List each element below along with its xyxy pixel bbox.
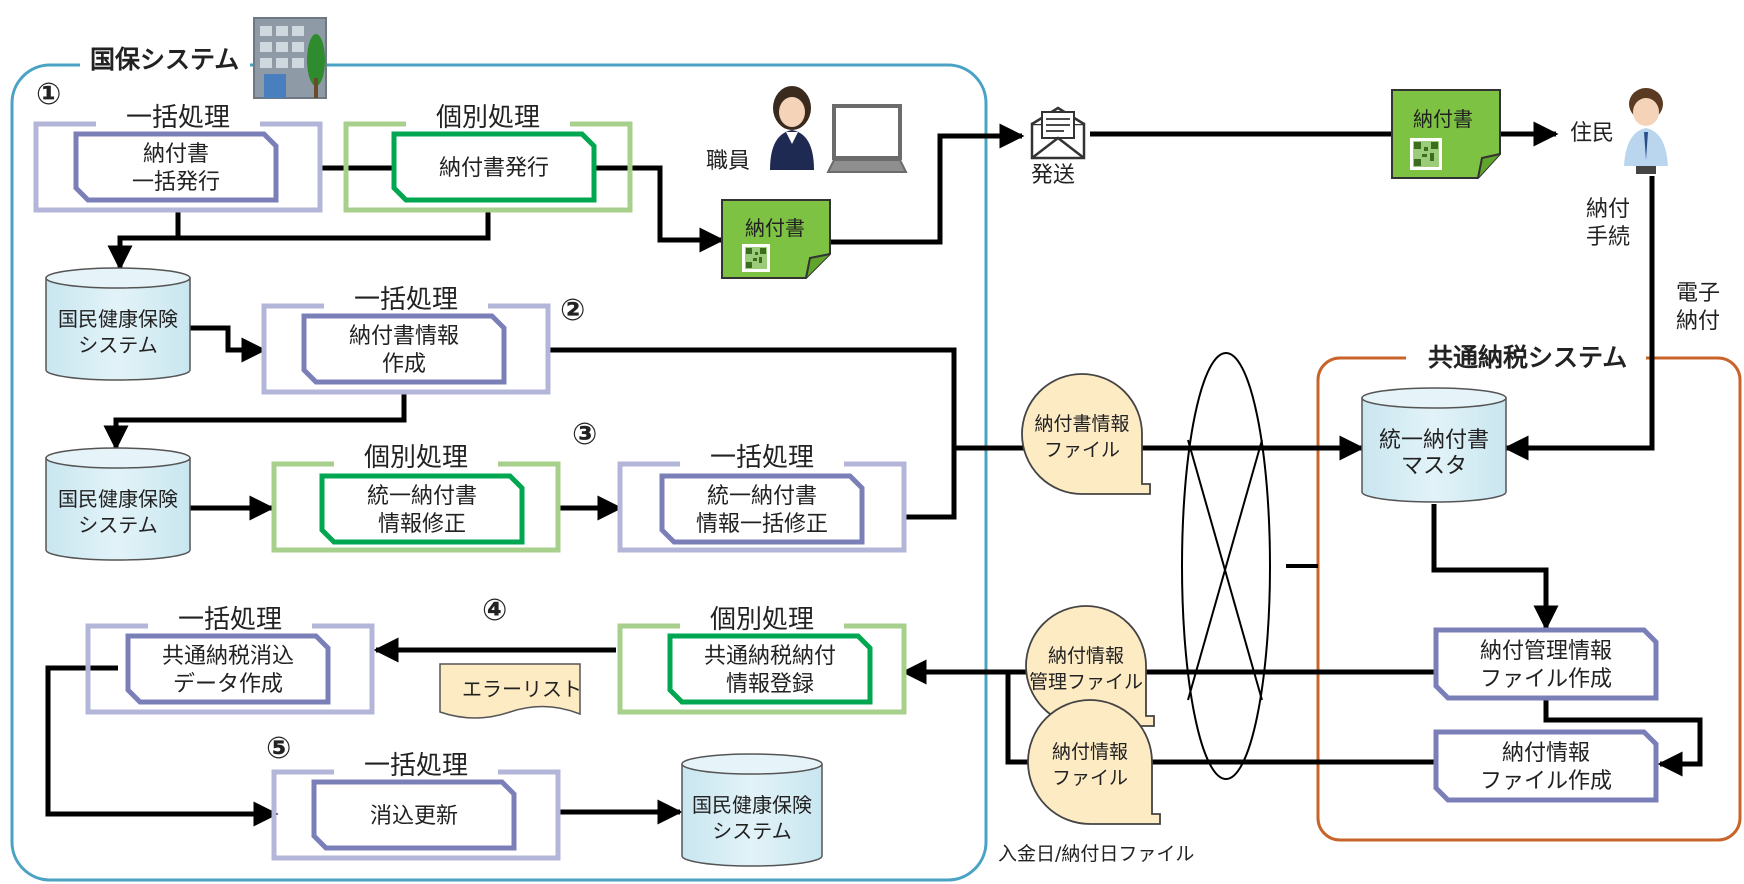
resident-label: 住民	[1570, 121, 1614, 146]
pay-file-label-2: ファイル	[1052, 767, 1128, 789]
procedure-label-line2: 手続	[1586, 225, 1630, 250]
process-p5-label-2: 情報一括修正	[696, 512, 828, 537]
frame-p2: 個別処理	[343, 103, 633, 213]
info-file-label-2: ファイル	[1044, 439, 1120, 461]
process-p2: 納付書発行	[391, 131, 597, 203]
notice-doc-small: 納付書	[721, 199, 831, 279]
frame-p8-label: 一括処理	[364, 751, 468, 781]
frame-p6: 個別処理	[617, 605, 907, 715]
pay-file-label-1: 納付情報	[1052, 741, 1128, 763]
process-p8-label: 消込更新	[370, 804, 458, 829]
frame-p7-label: 一括処理	[178, 605, 282, 635]
laptop-icon	[826, 104, 908, 173]
error-list-doc: エラーリスト	[439, 663, 582, 719]
frame-p1-label: 一括処理	[126, 103, 230, 133]
network-cloud	[1181, 352, 1271, 780]
frame-p4: 個別処理	[271, 443, 561, 553]
kokuho-system-title: 国保システム	[90, 45, 239, 74]
kyotsu-system-frame: 共通納税システム	[1316, 340, 1742, 842]
master-db-label-2: マスタ	[1401, 454, 1467, 479]
process-p2-label: 納付書発行	[439, 156, 549, 181]
process-p1-label-1: 納付書	[143, 142, 209, 167]
frame-p8: 一括処理	[271, 751, 561, 861]
mgmt-file-label-2: 管理ファイル	[1029, 671, 1143, 693]
process-p7-label-1: 共通納税消込	[162, 644, 294, 669]
kokuho-db-2-label-1: 国民健康保険	[58, 487, 178, 511]
frame-p3-label: 一括処理	[354, 285, 458, 315]
kokuho-db-3-label-2: システム	[712, 819, 791, 843]
mgmt-file-label-1: 納付情報	[1048, 645, 1124, 667]
process-p7-label-2: データ作成	[173, 672, 283, 697]
step-marker-4: ④	[482, 593, 507, 628]
notice-doc-large-label: 納付書	[1413, 107, 1473, 131]
staff-person-icon	[770, 86, 814, 170]
frame-p2-label: 個別処理	[436, 103, 540, 133]
frame-p7: 一括処理	[85, 605, 375, 715]
frame-p6-label: 個別処理	[710, 605, 814, 635]
frame-p5-label: 一括処理	[710, 443, 814, 473]
frame-p5: 一括処理	[617, 443, 907, 553]
resident-person-icon	[1624, 88, 1668, 174]
kyotsu-system-title: 共通納税システム	[1428, 343, 1627, 372]
frame-p3: 一括処理	[261, 285, 551, 395]
step-marker-1: ①	[36, 77, 61, 112]
process-p3-label-2: 作成	[382, 352, 426, 377]
epay-label-line2: 納付	[1676, 309, 1720, 334]
epay-label-line1: 電子	[1676, 281, 1720, 306]
process-p9-label-1: 納付管理情報	[1480, 639, 1612, 664]
send-label: 発送	[1031, 163, 1075, 188]
step-marker-3: ③	[572, 417, 597, 452]
procedure-label-line1: 納付	[1586, 197, 1630, 222]
staff-label: 職員	[706, 149, 750, 174]
kokuho-db-2-label-2: システム	[78, 513, 157, 537]
building-icon	[253, 17, 327, 99]
kokuho-system-frame: 国保システム	[10, 40, 988, 882]
process-p1-label-2: 一括発行	[132, 170, 220, 195]
process-p6-label-1: 共通納税納付	[704, 644, 836, 669]
step-marker-2: ②	[560, 293, 585, 328]
error-list-label: エラーリスト	[462, 677, 582, 701]
process-p8: 消込更新	[311, 779, 517, 851]
payday-file-caption: 入金日/納付日ファイル	[998, 843, 1194, 865]
frame-p1: 一括処理	[33, 103, 323, 213]
qr-code-icon	[742, 244, 770, 272]
process-p6-label-2: 情報登録	[726, 672, 814, 697]
notice-doc-large: 納付書	[1391, 89, 1501, 179]
kokuho-db-3-label-1: 国民健康保険	[692, 793, 812, 817]
step-marker-5: ⑤	[266, 731, 291, 766]
master-db-label-1: 統一納付書	[1379, 428, 1489, 453]
process-p10-label-1: 納付情報	[1502, 741, 1590, 766]
frame-p4-label: 個別処理	[364, 443, 468, 473]
info-file-label-1: 納付書情報	[1034, 413, 1129, 435]
envelope-icon	[1030, 106, 1086, 160]
process-p4-label-1: 統一納付書	[367, 484, 477, 509]
qr-code-icon	[1410, 138, 1442, 170]
kokuho-db-1-label-1: 国民健康保険	[58, 307, 178, 331]
process-p9-label-2: ファイル作成	[1480, 667, 1612, 692]
process-p10-label-2: ファイル作成	[1480, 769, 1612, 794]
process-p3-label-1: 納付書情報	[349, 324, 459, 349]
kokuho-db-1-label-2: システム	[78, 333, 157, 357]
notice-doc-small-label: 納付書	[745, 216, 805, 240]
process-p5-label-1: 統一納付書	[707, 484, 817, 509]
process-p4-label-2: 情報修正	[378, 512, 466, 537]
